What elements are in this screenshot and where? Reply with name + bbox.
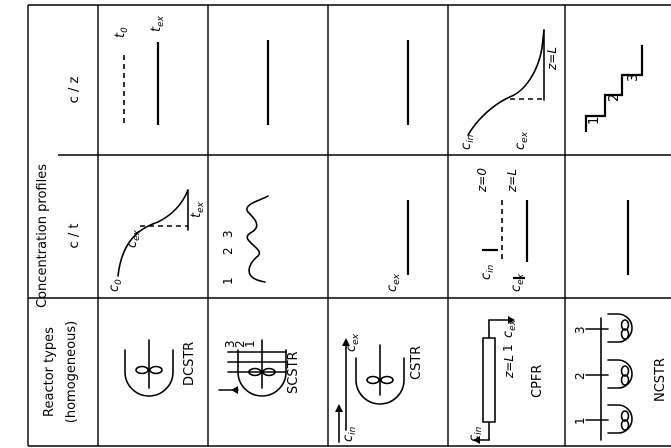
svg-text:c / z: c / z <box>67 77 82 104</box>
ncstr-reactor-diagram: 3 2 1 NCSTR <box>573 313 668 441</box>
svg-text:2: 2 <box>233 340 247 348</box>
cstr-label: CSTR <box>409 346 424 380</box>
header-concentration-profiles: Concentration profiles <box>35 164 50 308</box>
svg-text:3: 3 <box>221 230 235 238</box>
svg-text:z=L: z=L <box>502 355 516 379</box>
svg-text:cex: cex <box>509 273 526 292</box>
svg-text:cex: cex <box>385 273 402 292</box>
svg-text:cin: cin <box>479 264 496 280</box>
cpfr-reactor-diagram: cex 1 z=L cin CPFR <box>467 316 545 444</box>
svg-text:1: 1 <box>501 344 515 352</box>
svg-text:cex: cex <box>501 319 518 338</box>
cstr-ct-cex-label: cex <box>385 273 402 292</box>
cstr-ct-profile: cex <box>385 200 410 292</box>
header-c-over-t: c / t <box>67 224 82 249</box>
table-grid <box>27 4 671 447</box>
svg-text:3: 3 <box>573 326 587 334</box>
svg-text:z=L: z=L <box>545 47 559 71</box>
scstr-reactor-diagram: 3 2 1 SCSTR <box>218 339 301 397</box>
svg-text:t0: t0 <box>113 27 130 38</box>
svg-text:c0: c0 <box>107 279 124 292</box>
ncstr-cz-profile: 1 2 3 <box>584 45 644 132</box>
svg-text:z=0: z=0 <box>475 168 489 193</box>
cpfr-cex-label: cex <box>501 319 518 338</box>
svg-text:cex: cex <box>513 131 530 150</box>
cpfr-cz-cin-label: cin <box>459 134 476 150</box>
svg-text:1: 1 <box>243 340 257 348</box>
header-c-over-z: c / z <box>67 77 82 104</box>
cpfr-cz-cex-label: cex <box>513 131 530 150</box>
svg-text:(homogeneous): (homogeneous) <box>64 321 79 423</box>
cstr-reactor-diagram: cex cin CSTR <box>335 333 424 443</box>
svg-text:2: 2 <box>221 247 235 255</box>
scstr-ct-profile: 1 2 3 <box>221 195 269 285</box>
svg-text:cin: cin <box>459 134 476 150</box>
cpfr-cin-label: cin <box>467 426 484 442</box>
dcstr-ct-tex-label: tex <box>189 201 206 218</box>
svg-text:tex: tex <box>189 201 206 218</box>
ncstr-label: NCSTR <box>653 358 668 402</box>
cstr-cex-label: cex <box>344 333 361 352</box>
scstr-label: SCSTR <box>286 351 301 394</box>
svg-text:Concentration profiles: Concentration profiles <box>35 164 50 308</box>
svg-text:3: 3 <box>626 74 641 82</box>
svg-text:c / t: c / t <box>67 224 82 249</box>
cpfr-ct-cex-label: cex <box>509 273 526 292</box>
svg-text:cin: cin <box>341 426 358 442</box>
svg-text:z=L: z=L <box>505 169 519 193</box>
svg-text:2: 2 <box>573 372 587 380</box>
svg-text:Reactor types: Reactor types <box>42 327 57 417</box>
cpfr-label: CPFR <box>530 365 545 398</box>
svg-text:tex: tex <box>149 15 166 32</box>
cstr-cin-label: cin <box>341 426 358 442</box>
svg-text:1: 1 <box>573 417 587 425</box>
svg-text:1: 1 <box>587 117 602 125</box>
dcstr-t0-label: t0 <box>113 27 130 38</box>
svg-text:3: 3 <box>223 340 237 348</box>
svg-text:2: 2 <box>607 94 622 102</box>
dcstr-tex-label: tex <box>149 15 166 32</box>
header-reactor-types: Reactor types (homogeneous) <box>42 321 79 423</box>
dcstr-ct-cex-label: cex <box>125 229 142 248</box>
svg-text:cin: cin <box>467 426 484 442</box>
dcstr-label: DCSTR <box>182 342 197 386</box>
cpfr-cz-profile: z=L cin cex <box>459 29 559 150</box>
svg-text:1: 1 <box>221 277 235 285</box>
dcstr-cz-profile: t0 tex <box>113 15 166 125</box>
svg-text:cex: cex <box>344 333 361 352</box>
cpfr-ct-profile: z=0 z=L cin cex <box>475 168 529 292</box>
dcstr-ct-profile: tex cex c0 <box>107 189 206 292</box>
dcstr-reactor-diagram: DCSTR <box>124 339 197 397</box>
dcstr-ct-c0-label: c0 <box>107 279 124 292</box>
cpfr-ct-cin-label: cin <box>479 264 496 280</box>
svg-text:cex: cex <box>125 229 142 248</box>
